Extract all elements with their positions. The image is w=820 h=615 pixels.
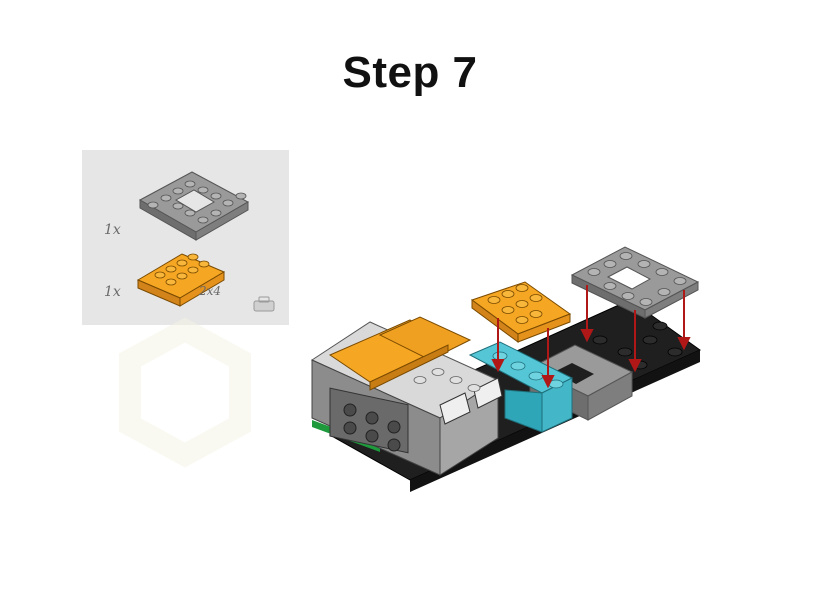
placement-arrows: [491, 285, 691, 389]
teal-bricks: [468, 341, 574, 433]
incoming-orange-plate: [470, 281, 572, 343]
incoming-gray-frame: [570, 246, 700, 319]
part-size-label: 2x4: [199, 284, 222, 298]
orange-plate-2x4-icon: [136, 253, 226, 307]
watermark-logo: [119, 317, 251, 468]
toolbox-icon: [253, 296, 275, 312]
step-title: Step 7: [342, 48, 478, 97]
smart-hub: [310, 316, 503, 476]
part-quantity: 1x: [104, 222, 121, 238]
parts-list-panel: 1x 1x 2x4: [82, 150, 289, 325]
parts-panel-graphics: [136, 171, 275, 312]
part-quantity: 1x: [104, 284, 121, 300]
gray-frame-plate-icon: [138, 171, 250, 241]
